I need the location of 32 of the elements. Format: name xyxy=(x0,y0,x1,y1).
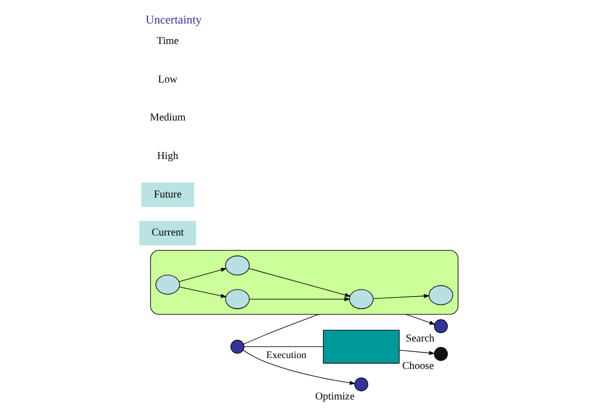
node-box: Current xyxy=(138,220,196,246)
node-label: Optimize xyxy=(314,391,354,402)
node-ellipse xyxy=(224,256,250,276)
node-circle xyxy=(354,377,368,392)
node-label: Search xyxy=(405,333,434,344)
arrow xyxy=(178,286,226,298)
node-ellipse xyxy=(348,289,373,310)
arrow xyxy=(398,350,435,356)
edge-label: Execution xyxy=(266,350,306,361)
cluster xyxy=(150,250,458,315)
node-ellipse xyxy=(224,289,250,310)
node-ellipse xyxy=(428,285,453,306)
node-label: Choose xyxy=(402,361,434,372)
node-circle xyxy=(433,319,448,334)
node-box: Future xyxy=(140,182,194,207)
arrow xyxy=(242,350,356,385)
node-circle xyxy=(433,347,448,361)
arrow xyxy=(178,268,226,282)
label: Medium xyxy=(149,112,186,124)
node-ellipse xyxy=(155,274,180,295)
arrow xyxy=(248,268,350,297)
node-box xyxy=(322,330,400,364)
arrow xyxy=(405,314,435,325)
label: High xyxy=(156,150,178,162)
connector xyxy=(243,346,324,348)
connector xyxy=(242,314,319,345)
diagram-title: Uncertainty xyxy=(145,12,202,26)
label: Low xyxy=(158,74,177,86)
node-circle xyxy=(230,340,244,354)
label: Time xyxy=(156,36,178,48)
arrow xyxy=(372,294,430,299)
arrow xyxy=(248,297,350,302)
